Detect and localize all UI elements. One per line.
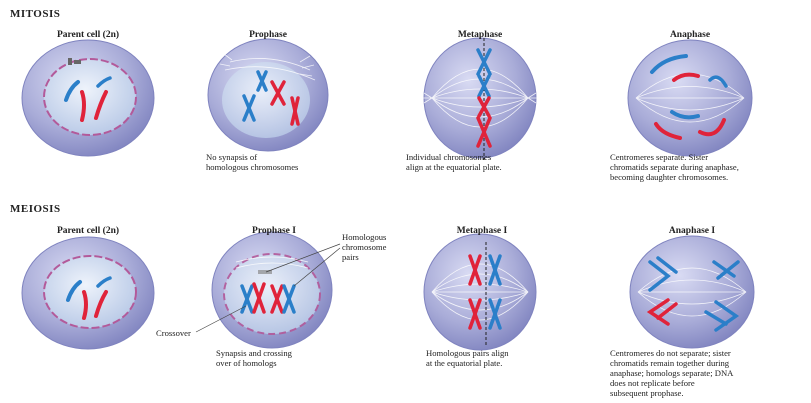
mitosis-anaphase-cell [628, 40, 752, 156]
stage-title: Parent cell (2n) [18, 226, 158, 236]
meiosis-metaphase-i-cell [424, 234, 536, 350]
meiosis-anaphase-i-cell [630, 236, 754, 348]
stage-caption: Individual chromosomes align at the equa… [406, 152, 502, 172]
stage-title: Parent cell (2n) [18, 30, 158, 40]
meiosis-prophase-i-cell [196, 232, 340, 348]
chromosome-red [84, 292, 86, 318]
mitosis-parent-cell [22, 40, 154, 156]
mitosis-metaphase-cell [423, 38, 537, 160]
stage-title: Metaphase [410, 30, 550, 40]
stage-caption: Homologous pairs align at the equatorial… [426, 348, 509, 368]
meiosis-parent-cell [22, 237, 154, 349]
stage-title: Prophase [198, 30, 338, 40]
chromosome-red [82, 92, 84, 120]
stage-caption: Centromeres do not separate; sister chro… [610, 348, 733, 398]
mitosis-prophase-cell [208, 39, 328, 151]
callout-homologous-pairs: Homologous chromosome pairs [342, 232, 386, 262]
section-title-meiosis: MEIOSIS [10, 203, 61, 215]
stage-title: Prophase I [204, 226, 344, 236]
stage-title: Anaphase I [622, 226, 762, 236]
stage-caption: No synapsis of homologous chromosomes [206, 152, 298, 172]
stage-title: Metaphase I [412, 226, 552, 236]
section-title-mitosis: MITOSIS [10, 8, 60, 20]
callout-crossover: Crossover [156, 328, 191, 338]
stage-caption: Synapsis and crossing over of homologs [216, 348, 292, 368]
stage-title: Anaphase [620, 30, 760, 40]
stage-caption: Centromeres separate. Sister chromatids … [610, 152, 739, 182]
